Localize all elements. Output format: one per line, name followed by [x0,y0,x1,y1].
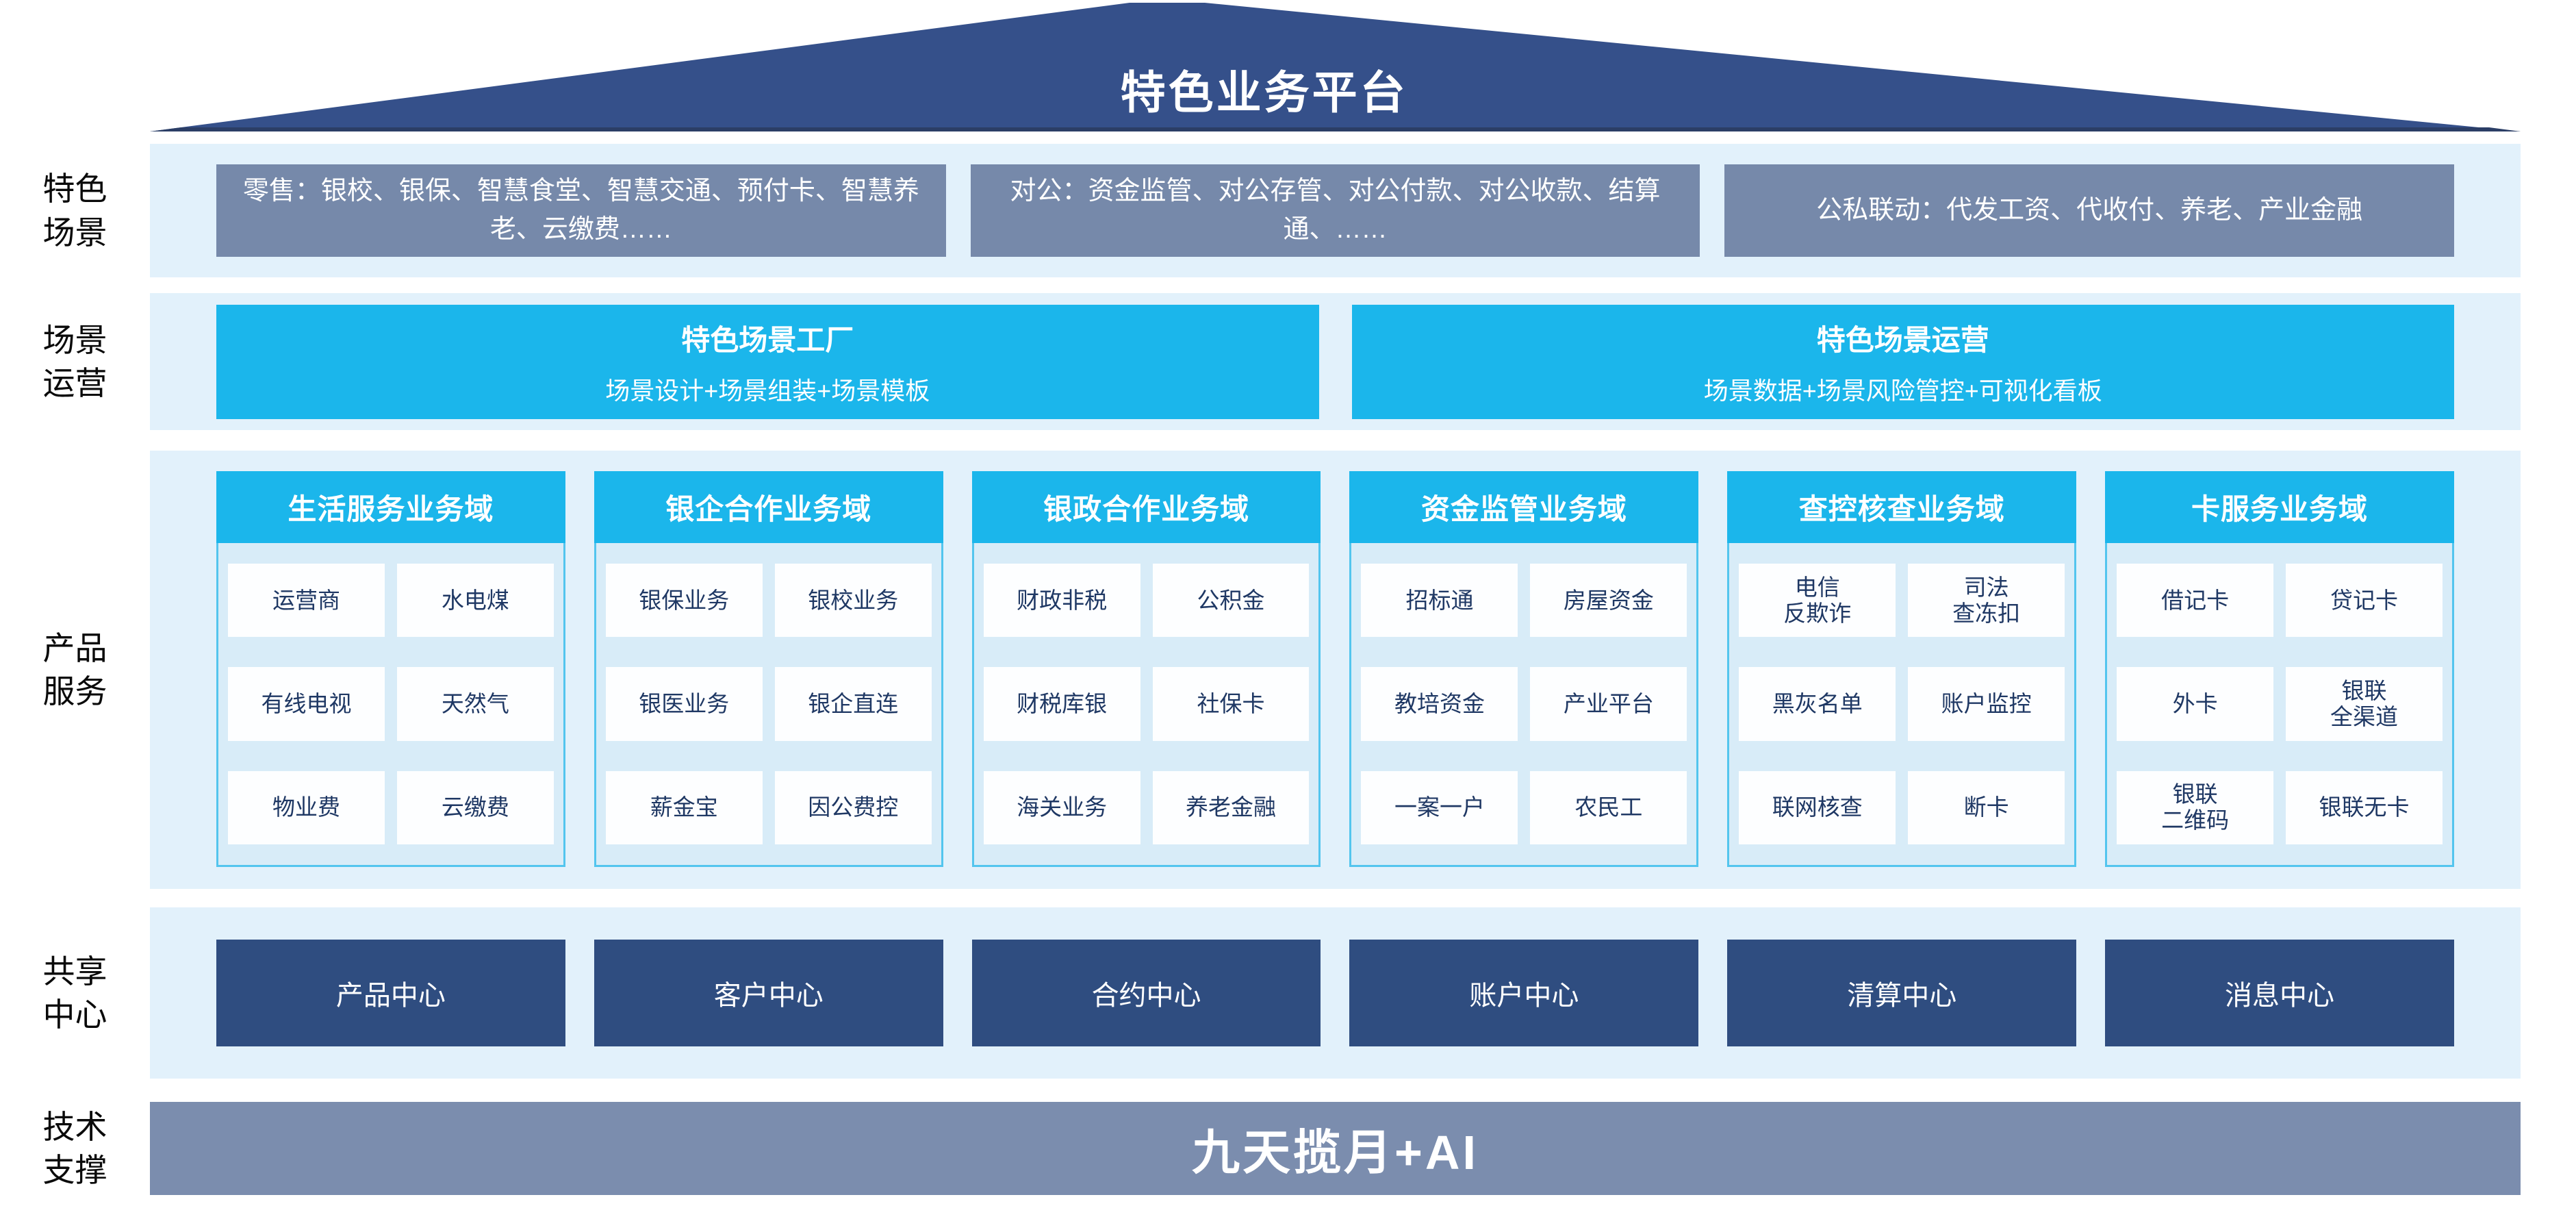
domain-fund-supervision: 资金监管业务域 招标通 房屋资金 教培资金 产业平台 一案一户 农民工 [1349,471,1699,867]
domain-item: 联网核查 [1739,770,1896,844]
domain-item: 因公费控 [774,770,932,844]
domain-item: 云缴费 [396,770,554,844]
side-label-scene: 特色 场景 [42,171,107,251]
domain-item: 贷记卡 [2286,564,2443,638]
operation-row-band: 特色场景工厂 场景设计+场景组装+场景模板 特色场景运营 场景数据+场景风险管控… [150,293,2521,430]
domain-body: 借记卡 贷记卡 外卡 银联 全渠道 银联 二维码 银联无卡 [2105,543,2454,867]
domain-header: 查控核查业务域 [1727,471,2077,543]
domain-item: 电信 反欺诈 [1739,564,1896,638]
domain-item: 银企直连 [774,667,932,741]
tech-support-bar: 九天揽月+AI [150,1102,2521,1195]
platform-title: 特色业务平台 [1120,67,1408,118]
center-box-account: 账户中心 [1349,940,1699,1046]
scene-box-public-private: 公私联动：代发工资、代收付、养老、产业金融 [1724,164,2455,257]
scene-factory-box: 特色场景工厂 场景设计+场景组装+场景模板 [216,304,1319,419]
domain-header: 生活服务业务域 [216,471,565,543]
domain-life-services: 生活服务业务域 运营商 水电煤 有线电视 天然气 物业费 云缴费 [216,471,565,867]
domain-item: 农民工 [1530,770,1687,844]
domain-bank-enterprise: 银企合作业务域 银保业务 银校业务 银医业务 银企直连 薪金宝 因公费控 [594,471,943,867]
domain-body: 财政非税 公积金 财税库银 社保卡 海关业务 养老金融 [971,543,1321,867]
domain-body: 银保业务 银校业务 银医业务 银企直连 薪金宝 因公费控 [594,543,943,867]
domain-card-services: 卡服务业务域 借记卡 贷记卡 外卡 银联 全渠道 银联 二维码 银联无卡 [2105,471,2454,867]
center-box-product: 产品中心 [216,940,565,1046]
scene-box-retail: 零售：银校、银保、智慧食堂、智慧交通、预付卡、智慧养老、云缴费…… [216,164,946,257]
domain-item: 银校业务 [774,564,932,638]
domain-header: 卡服务业务域 [2105,471,2454,543]
domain-item: 养老金融 [1152,770,1310,844]
domain-item: 一案一户 [1361,770,1518,844]
domain-item: 银联 二维码 [2117,770,2274,844]
domain-item: 有线电视 [228,667,385,741]
domain-item: 社保卡 [1152,667,1310,741]
domain-header: 资金监管业务域 [1349,471,1699,543]
scene-factory-title: 特色场景工厂 [681,323,854,356]
domain-header: 银政合作业务域 [971,471,1321,543]
domain-item: 运营商 [228,564,385,638]
domain-item: 物业费 [228,770,385,844]
side-label-products: 产品 服务 [42,629,107,709]
center-box-customer: 客户中心 [594,940,943,1046]
scene-operation-title: 特色场景运营 [1816,323,1989,356]
center-box-clearing: 清算中心 [1727,940,2077,1046]
domain-item: 产业平台 [1530,667,1687,741]
domain-header: 银企合作业务域 [594,471,943,543]
domain-item: 银联无卡 [2286,770,2443,844]
domain-item: 海关业务 [983,770,1140,844]
domain-item: 断卡 [1908,770,2065,844]
domain-inquiry-control: 查控核查业务域 电信 反欺诈 司法 查冻扣 黑灰名单 账户监控 联网核查 断卡 [1727,471,2077,867]
domain-item: 外卡 [2117,667,2274,741]
center-box-message: 消息中心 [2105,940,2454,1046]
roof-shape [150,3,2521,131]
domain-item: 招标通 [1361,564,1518,638]
domain-item: 银保业务 [605,564,763,638]
domain-body: 招标通 房屋资金 教培资金 产业平台 一案一户 农民工 [1349,543,1699,867]
domain-item: 银联 全渠道 [2286,667,2443,741]
domains-row-band: 生活服务业务域 运营商 水电煤 有线电视 天然气 物业费 云缴费 银企合作业务域… [150,451,2521,889]
domain-item: 财政非税 [983,564,1140,638]
center-box-contract: 合约中心 [971,940,1321,1046]
domain-item: 天然气 [396,667,554,741]
scene-row-band: 零售：银校、银保、智慧食堂、智慧交通、预付卡、智慧养老、云缴费…… 对公：资金监… [150,144,2521,277]
domain-item: 账户监控 [1908,667,2065,741]
domain-item: 司法 查冻扣 [1908,564,2065,638]
side-label-operation: 场景 运营 [42,321,107,401]
domain-bank-government: 银政合作业务域 财政非税 公积金 财税库银 社保卡 海关业务 养老金融 [971,471,1321,867]
domain-body: 电信 反欺诈 司法 查冻扣 黑灰名单 账户监控 联网核查 断卡 [1727,543,2077,867]
domain-item: 房屋资金 [1530,564,1687,638]
scene-operation-subtitle: 场景数据+场景风险管控+可视化看板 [1703,376,2102,405]
scene-operation-box: 特色场景运营 场景数据+场景风险管控+可视化看板 [1351,304,2454,419]
scene-factory-subtitle: 场景设计+场景组装+场景模板 [605,376,930,405]
domain-item: 薪金宝 [605,770,763,844]
domain-item: 水电煤 [396,564,554,638]
domain-item: 教培资金 [1361,667,1518,741]
side-label-tech-support: 技术 支撑 [42,1108,107,1188]
domain-item: 银医业务 [605,667,763,741]
roof-banner: 特色业务平台 [150,3,2521,131]
domain-body: 运营商 水电煤 有线电视 天然气 物业费 云缴费 [216,543,565,867]
domain-item: 公积金 [1152,564,1310,638]
domain-item: 黑灰名单 [1739,667,1896,741]
centers-row-band: 产品中心 客户中心 合约中心 账户中心 清算中心 消息中心 [150,907,2521,1079]
domain-item: 财税库银 [983,667,1140,741]
side-label-shared-centers: 共享 中心 [42,953,107,1033]
domain-item: 借记卡 [2117,564,2274,638]
scene-box-corporate: 对公：资金监管、对公存管、对公付款、对公收款、结算通、…… [970,164,1700,257]
